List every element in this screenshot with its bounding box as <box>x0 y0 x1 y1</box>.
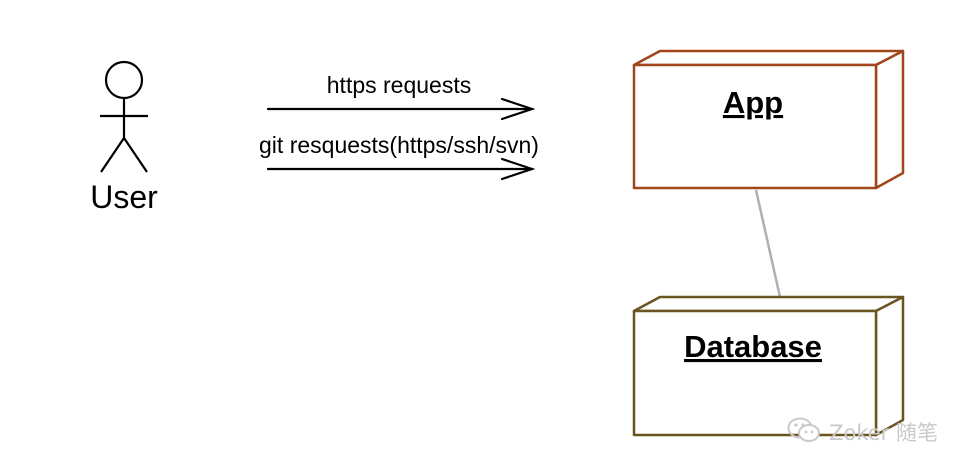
watermark: Zoker 随笔 <box>787 417 938 447</box>
wechat-icon <box>787 416 821 449</box>
actor-left-leg <box>100 137 125 173</box>
actor-right-leg <box>123 137 148 173</box>
edge-label-git: git resquests(https/ssh/svn) <box>259 132 539 158</box>
app-database-connector <box>754 189 782 298</box>
arrow-https <box>266 97 536 121</box>
app-node-front <box>632 63 878 190</box>
database-node <box>632 295 905 437</box>
actor-head <box>104 60 144 100</box>
database-node-front <box>632 309 878 437</box>
app-node <box>632 49 905 190</box>
app-node-side <box>874 49 905 190</box>
arrow-git <box>266 157 536 181</box>
app-node-title: App <box>723 85 783 120</box>
watermark-text: Zoker 随笔 <box>829 421 938 445</box>
edge-label-https: https requests <box>327 72 471 98</box>
user-actor <box>100 60 148 173</box>
database-node-title: Database <box>684 329 822 364</box>
database-node-side <box>874 295 905 437</box>
app-node-top <box>632 49 905 67</box>
database-node-top <box>632 295 905 313</box>
actor-label: User <box>90 179 158 215</box>
